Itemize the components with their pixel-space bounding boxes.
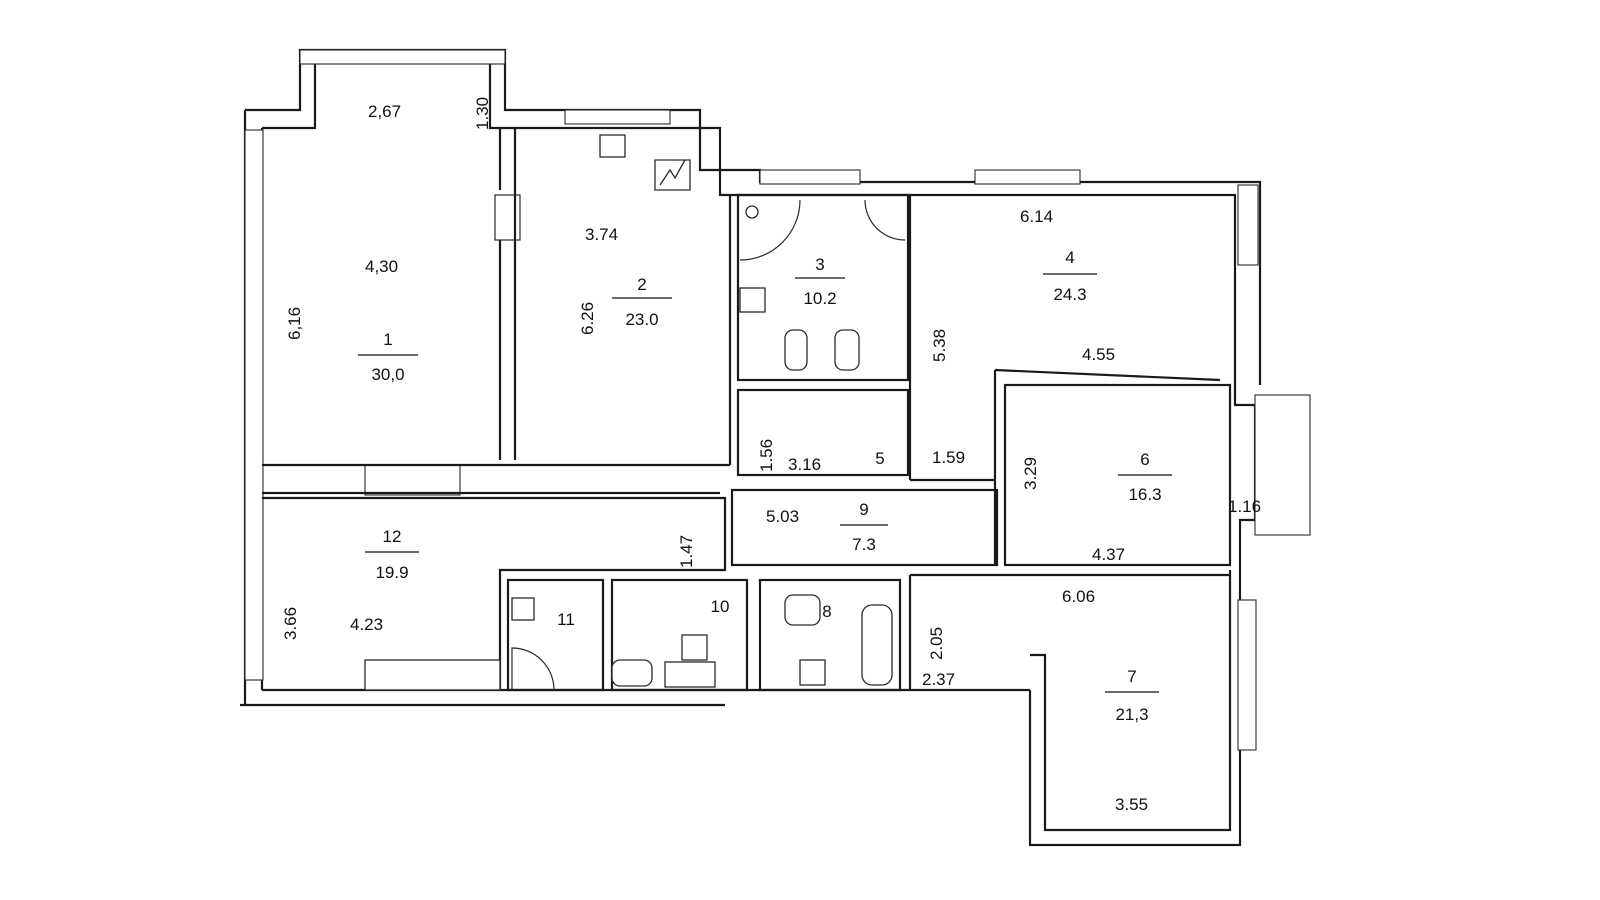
bidet-room3-icon bbox=[834, 329, 860, 371]
window-room4-right bbox=[1237, 184, 1259, 266]
dim-room12-depth: 3.66 bbox=[281, 607, 300, 640]
room-9-number: 9 bbox=[859, 500, 868, 519]
dim-room4-side: 5.38 bbox=[930, 329, 949, 362]
toilet-room3-icon bbox=[784, 329, 808, 371]
room-1-number: 1 bbox=[383, 330, 392, 349]
shower-room8-icon bbox=[861, 604, 893, 686]
outer-walls bbox=[240, 48, 1262, 847]
wall-rooms-1-2-bottom bbox=[262, 463, 730, 495]
dim-room9-length: 5.03 bbox=[766, 507, 799, 526]
room-12-number: 12 bbox=[383, 527, 402, 546]
dim-room12-width: 4.23 bbox=[350, 615, 383, 634]
room-labels: 1 30,0 2 23.0 3 10.2 4 24.3 5 6 16.3 7 2… bbox=[358, 248, 1172, 724]
window-room1-top bbox=[299, 49, 506, 65]
room7-walls bbox=[908, 573, 1230, 690]
room11-walls bbox=[506, 578, 605, 692]
dim-room6-width: 4.37 bbox=[1092, 545, 1125, 564]
windows bbox=[244, 49, 1311, 751]
fixtures bbox=[364, 134, 906, 691]
window-room12-bottom bbox=[364, 464, 461, 496]
dim-room5-depth: 1.56 bbox=[757, 439, 776, 472]
dim-room7-niche: 2.05 bbox=[927, 627, 946, 660]
dim-room1-top: 2,67 bbox=[368, 102, 401, 121]
outer-wall-top-inner bbox=[262, 58, 1237, 380]
dim-room5-width: 3.16 bbox=[788, 455, 821, 474]
room-9-area: 7.3 bbox=[852, 535, 876, 554]
door-room11 bbox=[511, 647, 555, 691]
outer-wall-right-inner bbox=[1030, 570, 1232, 832]
sink-room11-icon bbox=[511, 597, 535, 621]
interior-walls bbox=[262, 128, 1232, 692]
room5-walls bbox=[736, 388, 910, 477]
dim-room2-length: 6.26 bbox=[578, 302, 597, 335]
toilet-room8-icon bbox=[784, 594, 821, 626]
window-room7-right bbox=[1237, 599, 1257, 751]
dimension-labels: 2,67 1.30 4,30 6,16 3.74 6.26 6.14 5.38 … bbox=[281, 97, 1261, 814]
dim-room6-depth: 3.29 bbox=[1021, 457, 1040, 490]
vent-room3-icon bbox=[745, 205, 759, 219]
room-11-number: 11 bbox=[557, 610, 575, 629]
window-room3-top bbox=[759, 169, 861, 185]
room-6-number: 6 bbox=[1140, 450, 1149, 469]
window-room1-left bbox=[244, 129, 264, 681]
room8-walls bbox=[758, 578, 902, 692]
window-room2-top bbox=[564, 109, 671, 125]
dim-room4-bottom: 4.55 bbox=[1082, 345, 1115, 364]
room-2-area: 23.0 bbox=[625, 310, 658, 329]
door-room3-right bbox=[864, 199, 906, 241]
dim-room7-bottom: 3.55 bbox=[1115, 795, 1148, 814]
room6-walls bbox=[1003, 383, 1232, 567]
room-10-number: 10 bbox=[711, 597, 730, 616]
room10-walls bbox=[610, 578, 749, 692]
room-5-number: 5 bbox=[875, 449, 884, 468]
room9-walls bbox=[730, 488, 999, 567]
dim-room2-width: 3.74 bbox=[585, 225, 618, 244]
room3-walls bbox=[736, 193, 910, 382]
dim-balcony: 1.16 bbox=[1228, 497, 1261, 516]
sink-room10-icon bbox=[681, 634, 708, 661]
stove-icon bbox=[654, 159, 691, 191]
wall-room1-room2 bbox=[498, 128, 517, 460]
bathtub-room10-icon bbox=[664, 661, 716, 688]
dim-room7-niche-width: 2.37 bbox=[922, 670, 955, 689]
outer-wall-bottom bbox=[240, 688, 1030, 707]
room-6-area: 16.3 bbox=[1128, 485, 1161, 504]
window-room4-top bbox=[974, 169, 1081, 185]
sink-room8-icon bbox=[799, 659, 826, 686]
room-8-number: 8 bbox=[822, 602, 831, 621]
outer-wall-top-room1 bbox=[245, 48, 1262, 385]
dim-room4-top: 6.14 bbox=[1020, 207, 1053, 226]
room-12-area: 19.9 bbox=[375, 563, 408, 582]
room-3-number: 3 bbox=[815, 255, 824, 274]
bathtub-room12-icon bbox=[364, 659, 501, 691]
dim-room1-niche: 1.30 bbox=[473, 97, 492, 130]
room-1-area: 30,0 bbox=[371, 365, 404, 384]
balcony-room6 bbox=[1254, 394, 1311, 536]
dim-room1-length: 6,16 bbox=[285, 307, 304, 340]
room-7-area: 21,3 bbox=[1115, 705, 1148, 724]
dim-passage: 1.59 bbox=[932, 448, 965, 467]
room-2-number: 2 bbox=[637, 275, 646, 294]
room12-walls bbox=[262, 496, 727, 690]
room-7-number: 7 bbox=[1127, 667, 1136, 686]
dim-room12-offset: 1.47 bbox=[677, 535, 696, 568]
sink-room2-icon bbox=[599, 134, 626, 158]
column-room1 bbox=[494, 194, 521, 241]
wall-room4-bottom bbox=[908, 195, 1221, 565]
room-4-area: 24.3 bbox=[1053, 285, 1086, 304]
room-4-number: 4 bbox=[1065, 248, 1074, 267]
dim-room1-width: 4,30 bbox=[365, 257, 398, 276]
toilet-room10-icon bbox=[611, 659, 653, 687]
dim-room7-top: 6.06 bbox=[1062, 587, 1095, 606]
room-3-area: 10.2 bbox=[803, 289, 836, 308]
sink-room3-icon bbox=[739, 287, 766, 313]
door-room3 bbox=[739, 199, 801, 261]
outer-wall-right bbox=[1028, 380, 1257, 847]
